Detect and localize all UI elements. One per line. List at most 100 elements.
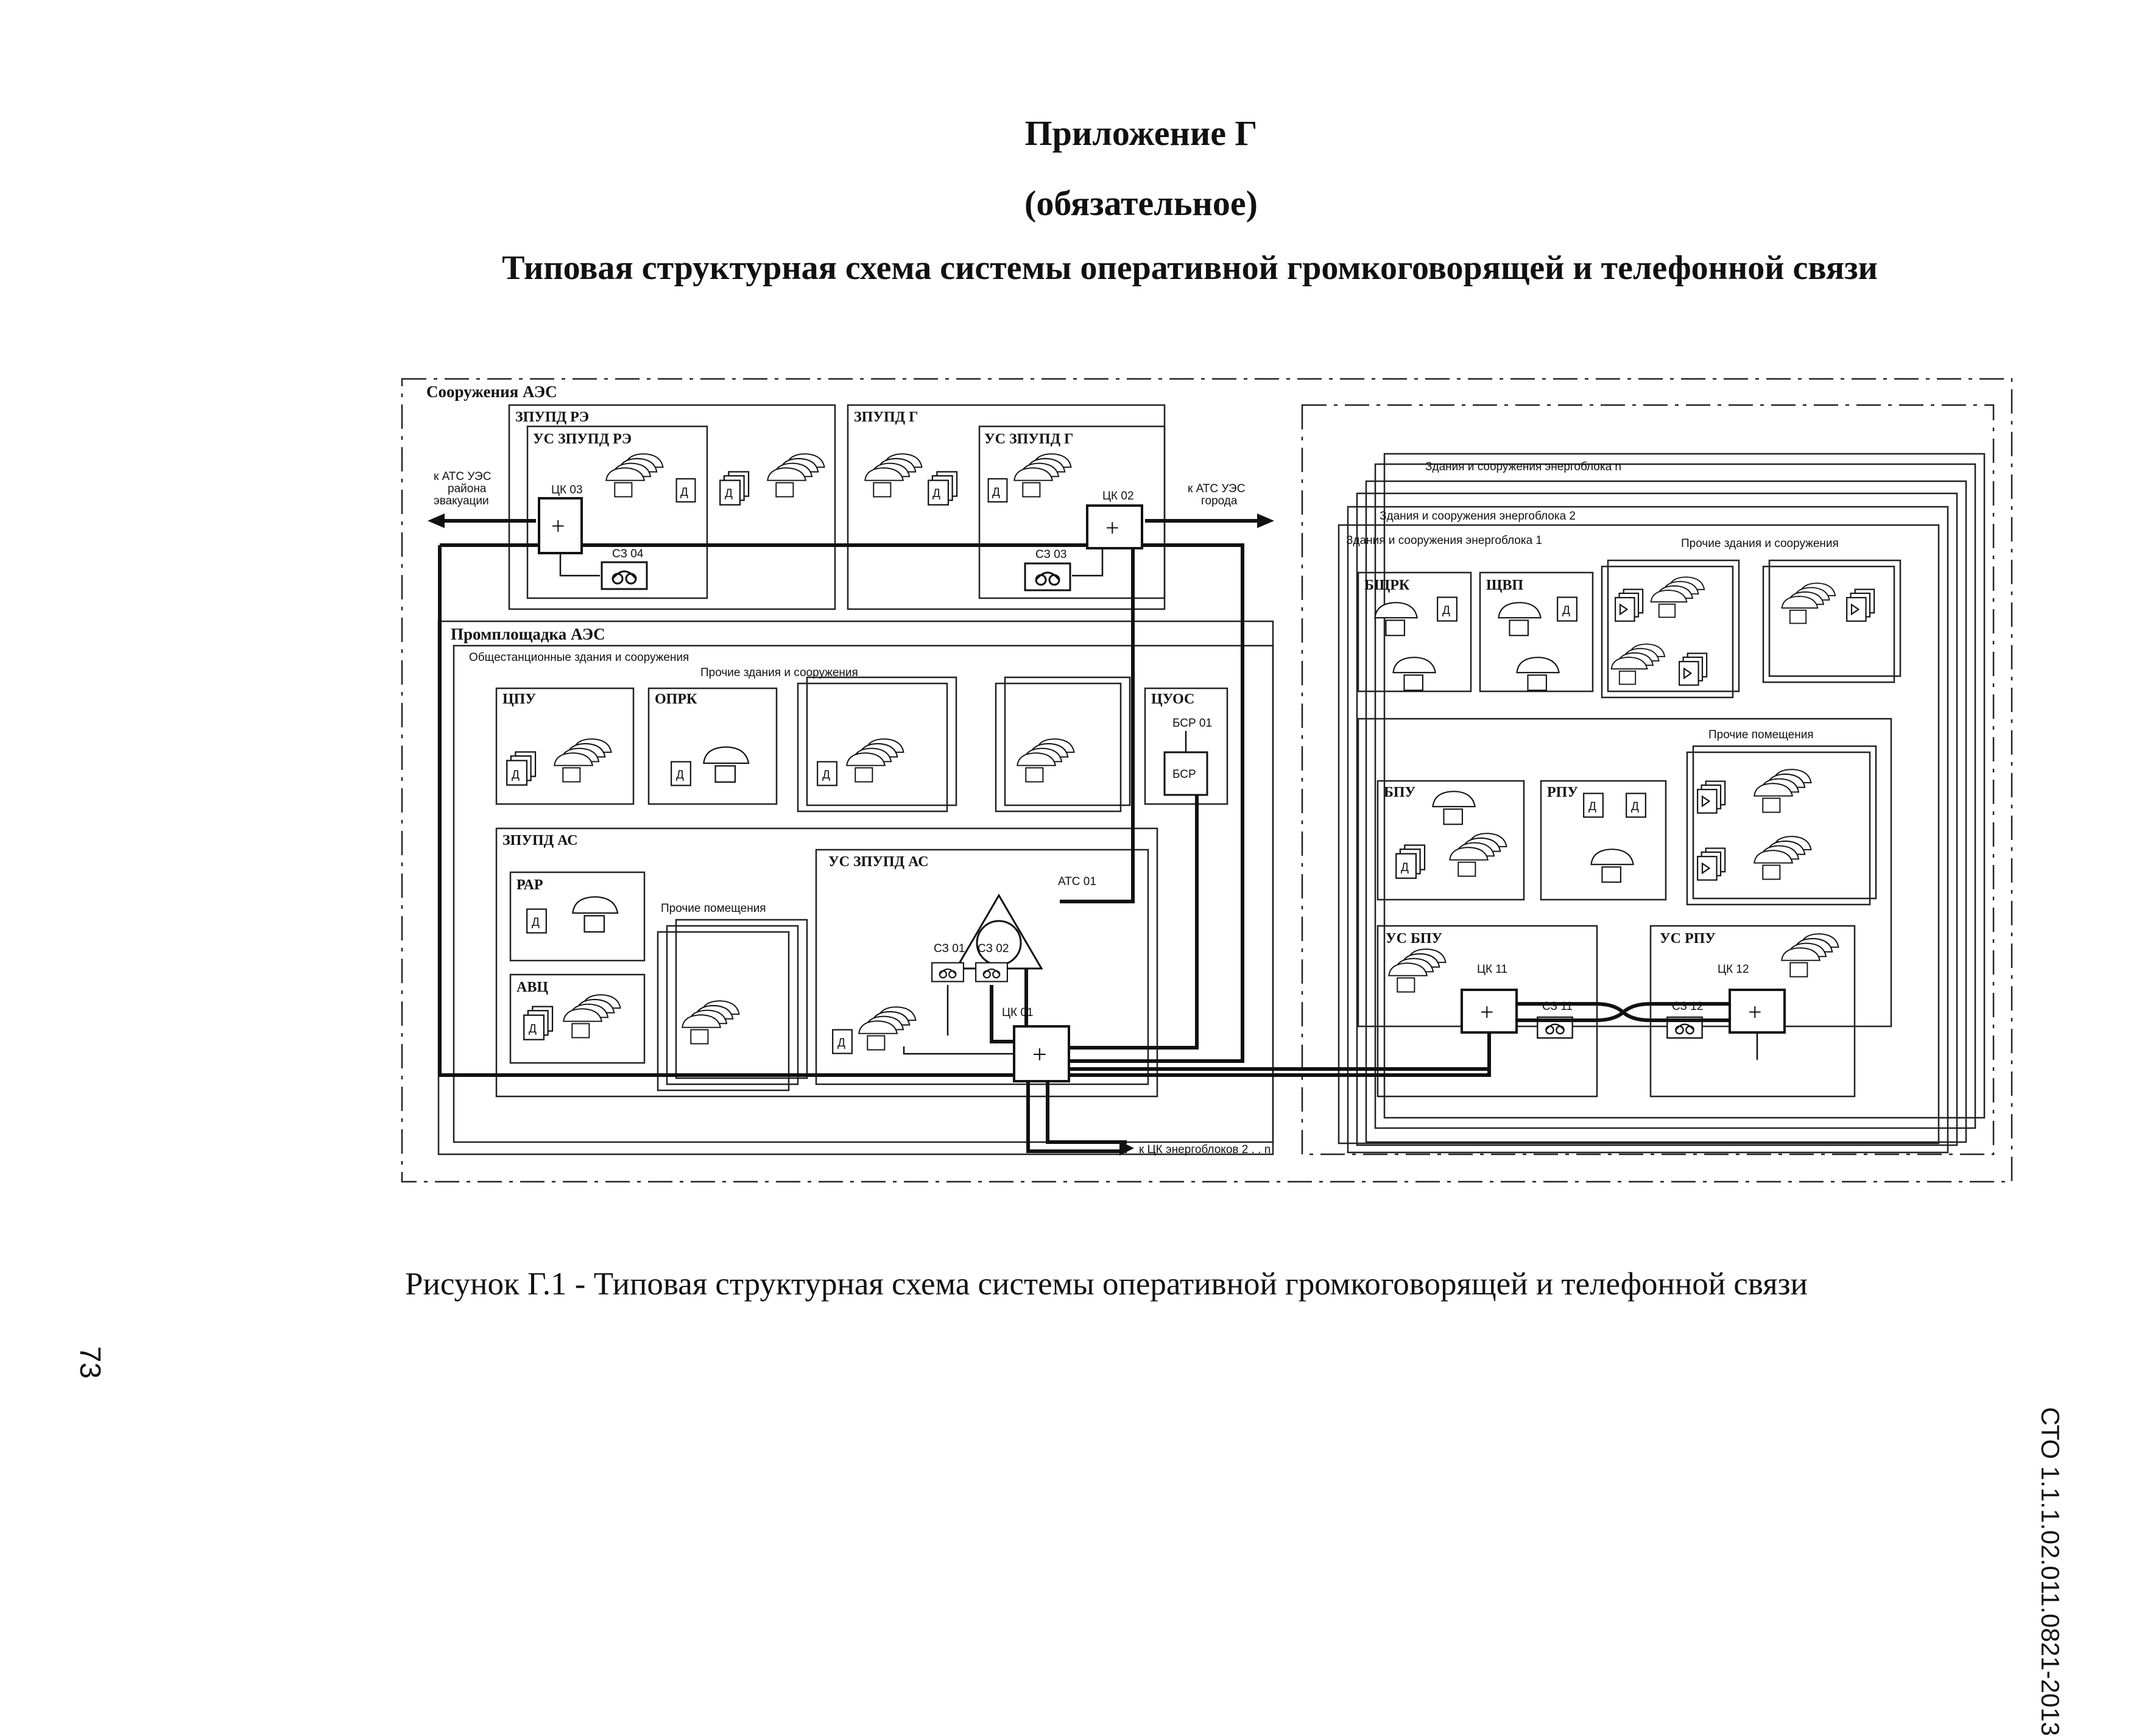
us-zpupd-re-label: УС ЗПУПД РЭ: [533, 431, 632, 447]
speaker-group-icon: [1449, 833, 1507, 877]
shvp-label: ЩВП: [1486, 577, 1523, 593]
svg-text:+: +: [1105, 514, 1119, 542]
zpupd-as-label: ЗПУПД АС: [502, 833, 578, 849]
svg-text:Д: Д: [532, 916, 540, 929]
svg-text:+: +: [1032, 1041, 1047, 1069]
promplosh-label: Промплощадка АЭС: [451, 625, 605, 643]
speaker-group-icon: [1650, 576, 1705, 618]
svg-text:Д: Д: [1442, 604, 1450, 617]
sz01-label: СЗ 01: [934, 942, 965, 955]
unit1-other-buildings-label: Прочие здания и сооружения: [1681, 537, 1839, 550]
bshrk-box: [1357, 571, 1472, 693]
ck12-label: ЦК 12: [1718, 963, 1749, 976]
svg-text:Д: Д: [1588, 800, 1596, 813]
speaker-group-icon: [858, 1006, 917, 1051]
to-ats-evac-line2: района: [448, 482, 487, 495]
us-rpu-box: [1649, 925, 1856, 1098]
svg-text:Д: Д: [676, 769, 684, 782]
microphone-stack-icon: [1846, 588, 1875, 622]
svg-text:Д: Д: [680, 486, 688, 499]
ck03-label: ЦК 03: [551, 484, 583, 496]
rpu-label: РПУ: [1547, 785, 1578, 800]
us-rpu-label: УС РПУ: [1660, 931, 1716, 947]
to-ats-city-line2: города: [1201, 495, 1238, 507]
cpu-box: [495, 687, 635, 805]
ck02-node: [1086, 504, 1143, 549]
speaker-group-icon: [846, 738, 904, 783]
bpu-label: БПУ: [1384, 785, 1416, 800]
speaker-group-icon: [1388, 948, 1447, 993]
svg-text:Д: Д: [1401, 861, 1409, 874]
svg-text:+: +: [551, 512, 565, 540]
rar-box: [509, 871, 646, 962]
to-ats-evac-line3: эвакуации: [434, 495, 489, 507]
avc-label: АВЦ: [516, 979, 548, 995]
svg-text:Д: Д: [1631, 800, 1639, 813]
oprk-label: ОПРК: [655, 691, 697, 707]
to-ats-city-line1: к АТС УЭС: [1188, 482, 1245, 495]
zpupd-re-box: [508, 404, 836, 610]
unit-2-label: Здания и сооружения энергоблока 2: [1380, 510, 1576, 523]
avc-box: [509, 973, 646, 1064]
unit-1-label: Здания и сооружения энергоблока 1: [1346, 534, 1542, 547]
bshrk-label: БЩРК: [1364, 577, 1410, 593]
sz04-label: СЗ 04: [612, 548, 644, 560]
speaker-group-icon: [1013, 453, 1072, 498]
sz04-recorder-icon: [601, 561, 648, 590]
to-ats-evac-line1: к АТС УЭС: [434, 470, 491, 483]
speaker-group-icon: [1754, 769, 1812, 813]
aes-structures-label: Сооружения АЭС: [426, 383, 557, 401]
svg-text:Д: Д: [837, 1037, 845, 1050]
appendix-status: (обязательное): [1024, 183, 1258, 223]
microphone-stack-icon: [1697, 780, 1726, 814]
oprk-box: [647, 687, 778, 805]
appendix-heading: Приложение Г: [1024, 113, 1258, 153]
speaker-icon: [572, 896, 619, 933]
ats01-label: АТС 01: [1058, 875, 1096, 888]
speaker-icon: [1374, 602, 1418, 637]
document-id: СТО 1.1.1.02.011.0821-2013: [2036, 1407, 2065, 1736]
rar-label: РАР: [516, 877, 543, 893]
svg-text:Д: Д: [725, 487, 733, 500]
speaker-group-icon: [767, 453, 825, 498]
speaker-group-icon: [1781, 582, 1836, 624]
speaker-icon: [703, 746, 750, 783]
bsr01-label: БСР 01: [1172, 717, 1212, 730]
us-zpupd-as-label: УС ЗПУПД АС: [828, 854, 929, 870]
speaker-group-icon: [864, 453, 923, 498]
zpupd-re-label: ЗПУПД РЭ: [515, 409, 589, 425]
cuos-label: ЦУОС: [1151, 691, 1194, 707]
svg-text:Д: Д: [992, 486, 1000, 499]
obshestanc-label: Общестанционные здания и сооружения: [469, 651, 689, 664]
appendix-title: Типовая структурная схема системы операт…: [502, 249, 1878, 287]
zpupd-as-box: [495, 827, 1158, 1098]
svg-text:Д: Д: [529, 1023, 537, 1036]
ck12-node: [1729, 989, 1786, 1034]
us-zpupd-re-box: [526, 425, 708, 599]
speaker-group-icon: [605, 453, 664, 498]
as-other-rooms-label: Прочие помещения: [661, 902, 766, 915]
svg-text:Д: Д: [932, 487, 940, 500]
sz01-recorder-icon: [931, 962, 965, 983]
sz03-recorder-icon: [1024, 562, 1071, 591]
cpu-label: ЦПУ: [502, 691, 536, 707]
rpu-box: [1540, 780, 1667, 901]
us-zpupd-g-box: [978, 425, 1166, 599]
shvp-box: [1479, 571, 1594, 693]
us-zpupd-g-label: УС ЗПУПД Г: [984, 431, 1073, 447]
svg-text:Д: Д: [512, 769, 520, 782]
ck02-label: ЦК 02: [1102, 490, 1134, 503]
bpu-box: [1376, 780, 1525, 901]
zpupd-g-label: ЗПУПД Г: [854, 409, 918, 425]
svg-text:Д: Д: [822, 769, 830, 782]
speaker-group-icon: [563, 994, 621, 1039]
ck01-node: [1013, 1025, 1070, 1082]
speaker-icon: [1516, 657, 1560, 691]
bsr-label: БСР: [1172, 768, 1196, 781]
aes-structures-frame: [401, 378, 2013, 1183]
figure-caption: Рисунок Г.1 - Типовая структурная схема …: [405, 1266, 1808, 1302]
page-number: 73: [74, 1346, 106, 1379]
speaker-group-icon: [1781, 933, 1839, 978]
speaker-group-icon: [1610, 643, 1666, 685]
sz02-label: СЗ 02: [978, 942, 1009, 955]
